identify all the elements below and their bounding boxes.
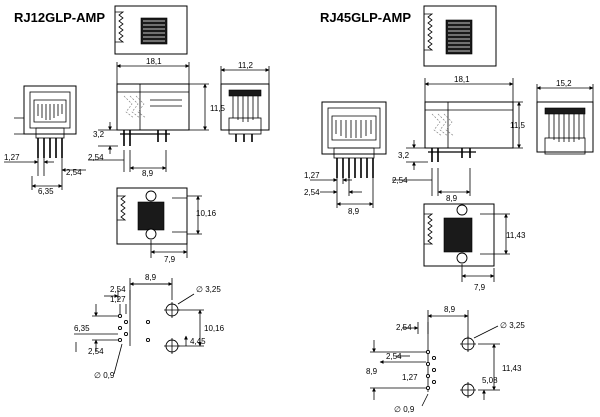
dim-6-35-left: 6,35 [38, 187, 54, 196]
dim-7-9-left: 7,9 [164, 255, 176, 264]
dim-15-2: 15,2 [556, 79, 572, 88]
dim-11-5-left: 11,5 [210, 104, 226, 113]
rj45-side-view [424, 101, 514, 162]
dim-2-54-side-left: 2,54 [66, 168, 82, 177]
dim-3-2-right: 3,2 [398, 151, 410, 160]
rj12-end-view [220, 83, 270, 142]
layout-hole-3-25-right: ∅ 3,25 [500, 321, 525, 330]
layout-hole-0-9-left: ∅ 0,9 [94, 371, 115, 380]
rj12-top-view [114, 5, 188, 55]
layout-2-54-bot-left: 2,54 [88, 347, 104, 356]
dim-8-9-foot-right: 8,9 [446, 194, 458, 203]
dim-7-9-right: 7,9 [474, 283, 486, 292]
layout-hole-3-25-left: ∅ 3,25 [196, 285, 221, 294]
dim-8-9-span-right: 8,9 [348, 207, 360, 216]
layout-2-54-mid-right: 2,54 [386, 352, 402, 361]
title-rj12: RJ12GLP-AMP [14, 10, 105, 25]
layout-6-35: 6,35 [74, 324, 90, 333]
layout-4-45: 4,45 [190, 337, 206, 346]
dim-11-2: 11,2 [238, 61, 254, 70]
layout-1-27-right: 1,27 [402, 373, 418, 382]
title-rj45: RJ45GLP-AMP [320, 10, 411, 25]
rj12-pcb-layout [74, 278, 204, 375]
rj45-bottom-view [423, 203, 495, 267]
dim-18-1-right: 18,1 [454, 75, 470, 84]
dim-1-27-left: 1,27 [4, 153, 20, 162]
dim-11-43-mount: 11,43 [506, 231, 526, 240]
dim-2-54-foot-left: 2,54 [88, 153, 104, 162]
rj12-front-view [14, 85, 77, 158]
rj12-bottom-view [116, 187, 188, 245]
layout-11-43: 11,43 [502, 364, 522, 373]
rj45-top-view [423, 5, 497, 67]
layout-1-27-left: 1,27 [110, 295, 126, 304]
layout-hole-0-9-right: ∅ 0,9 [394, 405, 415, 414]
rj12-side-view [116, 83, 190, 146]
layout-2-54-top-right: 2,54 [396, 323, 412, 332]
rj12-dimension-lines [4, 62, 270, 258]
layout-2-54-top-left: 2,54 [110, 285, 126, 294]
dim-3-2-left: 3,2 [93, 130, 105, 139]
rj45-end-view [536, 101, 594, 155]
dim-2-54-side-right: 2,54 [304, 188, 320, 197]
dim-18-1-left: 18,1 [146, 57, 162, 66]
layout-10-16: 10,16 [204, 324, 225, 333]
rj45-front-view [321, 101, 387, 178]
dim-11-5-right: 11,5 [510, 121, 526, 130]
rj45-pcb-layout [370, 310, 500, 407]
dim-8-9-foot-left: 8,9 [142, 169, 154, 178]
layout-8-9-left: 8,9 [145, 273, 157, 282]
dim-1-27-right: 1,27 [304, 171, 320, 180]
dim-2-54-foot-right: 2,54 [392, 176, 408, 185]
layout-8-9-side-right: 8,9 [366, 367, 378, 376]
layout-5-08: 5,08 [482, 376, 498, 385]
layout-8-9-right: 8,9 [444, 305, 456, 314]
dim-10-16: 10,16 [196, 209, 217, 218]
rj45-dimension-lines [310, 78, 594, 282]
